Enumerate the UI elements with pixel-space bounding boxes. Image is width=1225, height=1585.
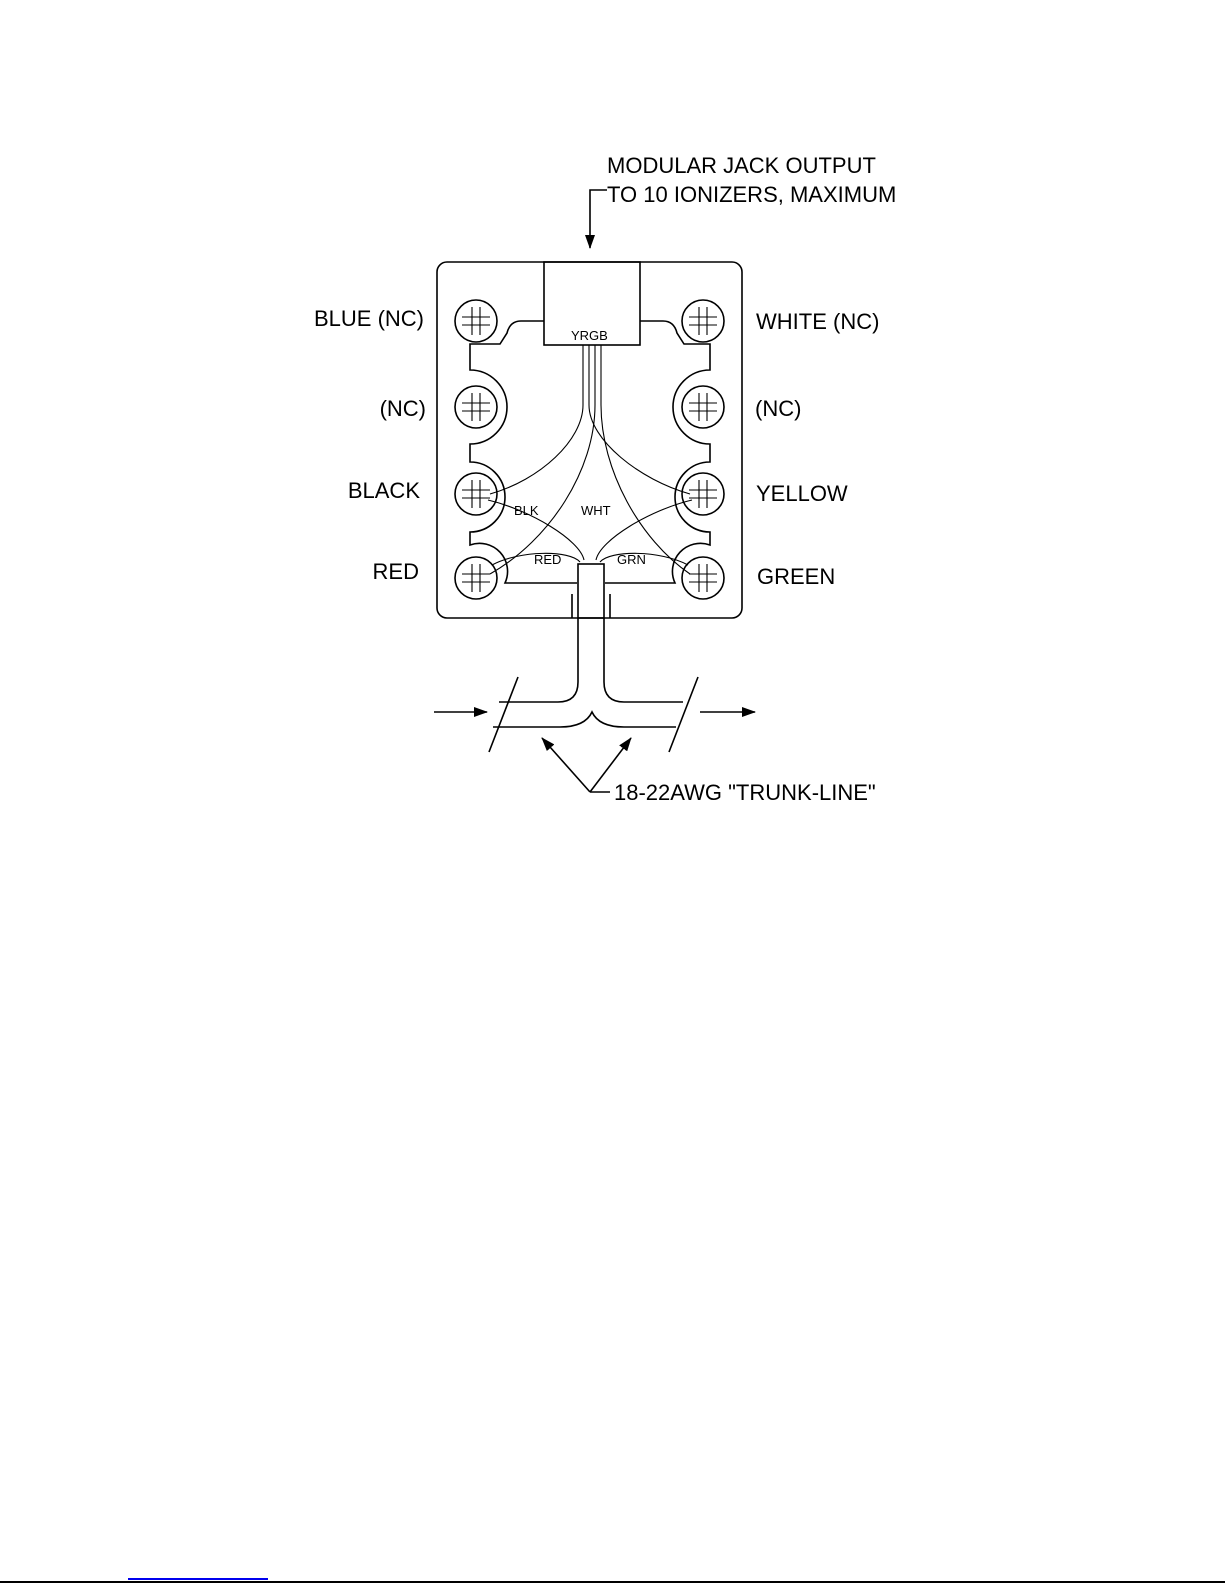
trunk-callout-leader-left	[542, 738, 590, 792]
screw-left-1	[455, 300, 497, 342]
jack-pin-label: YRGB	[571, 328, 608, 343]
trunk-callout-text: 18-22AWG "TRUNK-LINE"	[614, 780, 876, 805]
jack-callout-leader	[590, 190, 607, 248]
screw-right-4	[682, 557, 724, 599]
cable-break-left	[489, 677, 518, 752]
terminal-label-left-2: (NC)	[380, 396, 426, 421]
wire-label-blk: BLK	[514, 503, 539, 518]
page-bottom-rule	[0, 1581, 1225, 1583]
screw-left-4	[455, 557, 497, 599]
terminal-label-right-3: YELLOW	[756, 481, 848, 506]
trunk-cable-lower	[493, 712, 676, 727]
terminal-label-left-3: BLACK	[348, 478, 420, 503]
cable-break-right	[669, 677, 698, 752]
screw-right-1	[682, 300, 724, 342]
screw-left-2	[455, 386, 497, 428]
terminal-label-right-1: WHITE (NC)	[756, 309, 879, 334]
footer-link-underline[interactable]	[128, 1578, 268, 1580]
wire-label-wht: WHT	[581, 503, 611, 518]
terminal-label-right-4: GREEN	[757, 564, 835, 589]
trunk-cable-upper	[499, 618, 683, 702]
cable-stem	[578, 564, 604, 618]
terminal-label-left-4: RED	[373, 559, 419, 584]
terminal-label-left-1: BLUE (NC)	[314, 306, 424, 331]
right-terminal-channel	[605, 321, 710, 583]
jack-callout-line2: TO 10 IONIZERS, MAXIMUM	[607, 182, 896, 207]
screw-right-2	[682, 386, 724, 428]
jack-wires	[490, 345, 690, 574]
wire-label-red: RED	[534, 552, 561, 567]
jack-callout-line1: MODULAR JACK OUTPUT	[607, 153, 876, 178]
terminal-label-right-2: (NC)	[755, 396, 801, 421]
wire-label-grn: GRN	[617, 552, 646, 567]
